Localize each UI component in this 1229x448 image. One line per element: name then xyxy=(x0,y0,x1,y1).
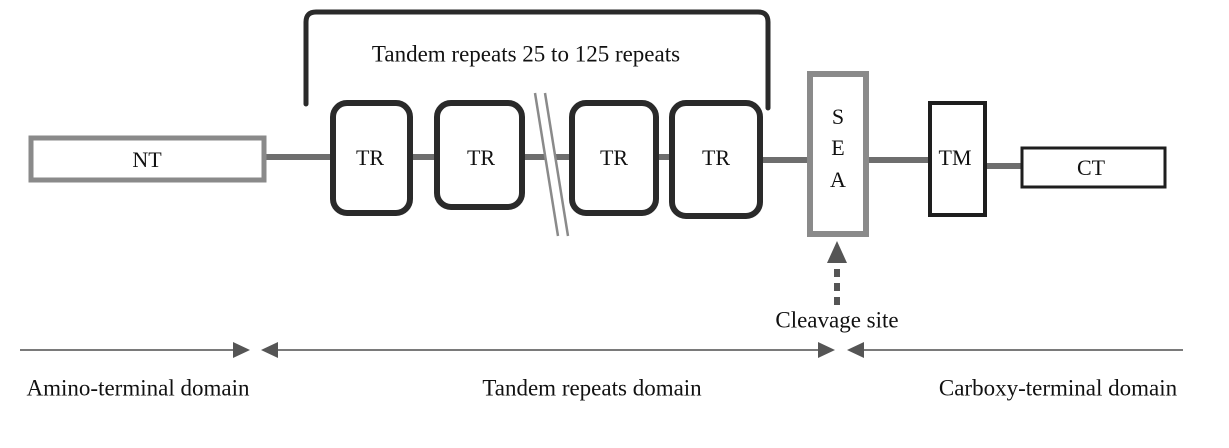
amino-domain-arrow xyxy=(20,342,250,358)
nt-box xyxy=(28,135,267,183)
tm-label: TM xyxy=(938,145,972,170)
sea-box xyxy=(807,71,869,237)
tm-box xyxy=(928,101,987,217)
sea-letter-e: E xyxy=(831,135,845,160)
tandem-repeats-domain-label: Tandem repeats domain xyxy=(482,375,702,401)
bracket-label: Tandem repeats 25 to 125 repeats xyxy=(371,41,681,67)
tandem-domain-arrow xyxy=(261,342,835,358)
sea-letter-a: A xyxy=(830,167,846,192)
ct-label: CT xyxy=(1076,155,1106,180)
tr-label-4: TR xyxy=(701,145,731,170)
amino-terminal-domain-label: Amino-terminal domain xyxy=(26,375,250,401)
tandem-repeats-bracket xyxy=(303,9,771,111)
carboxy-terminal-domain-label: Carboxy-terminal domain xyxy=(938,375,1178,401)
tr-label-2: TR xyxy=(466,145,496,170)
break-mark xyxy=(533,92,570,237)
tr-label-3: TR xyxy=(599,145,629,170)
ct-box xyxy=(1020,146,1167,189)
carboxy-domain-arrow xyxy=(847,342,1183,358)
sea-letter-s: S xyxy=(831,104,845,129)
tr-box-3 xyxy=(569,100,659,216)
cleavage-site-label: Cleavage site xyxy=(775,307,899,333)
nt-label: NT xyxy=(132,147,162,172)
cleavage-arrow xyxy=(827,241,847,305)
tr-label-1: TR xyxy=(355,145,385,170)
tr-box-4 xyxy=(669,100,763,219)
tr-box-1 xyxy=(330,100,413,216)
tr-box-2 xyxy=(434,100,525,210)
